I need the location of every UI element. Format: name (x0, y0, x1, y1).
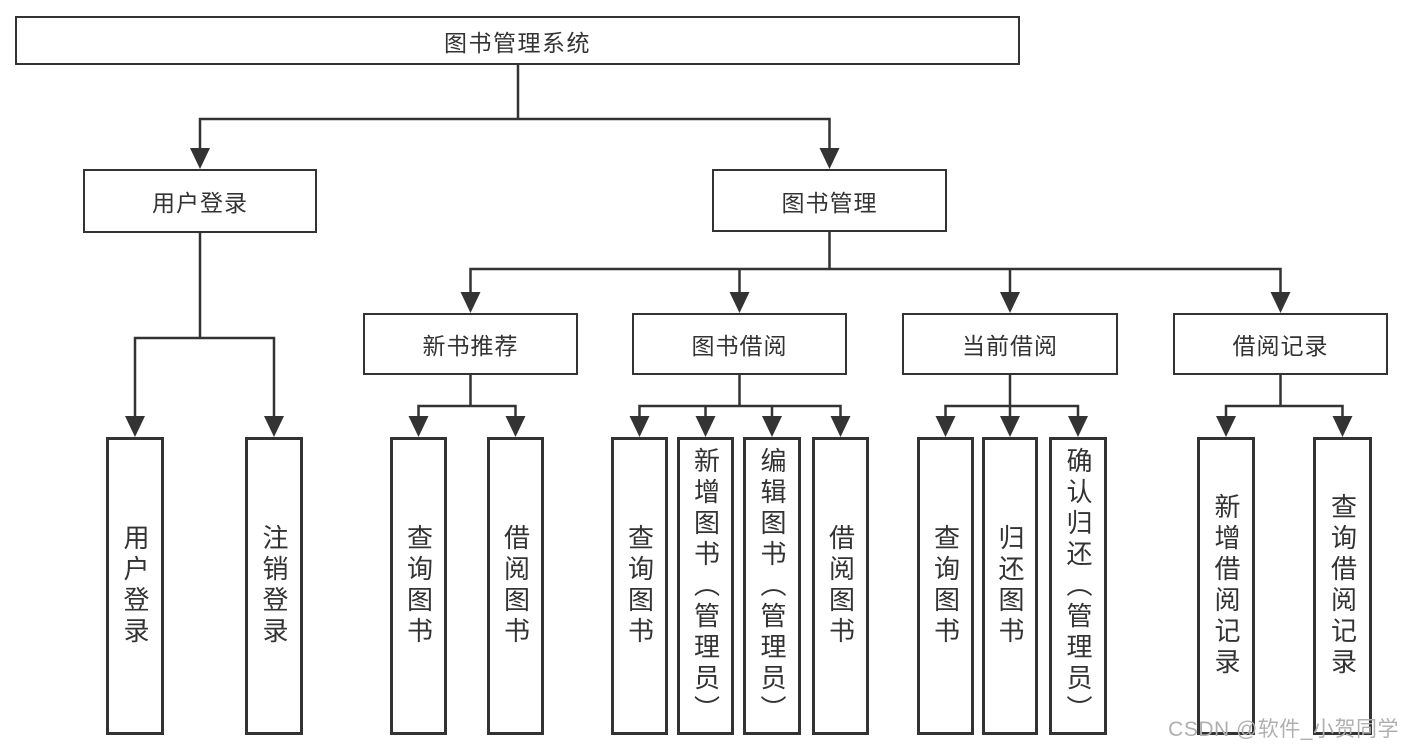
arrowhead (1270, 292, 1291, 313)
node-user-login-leaf: 用户登录 (106, 437, 164, 735)
arrowhead (1000, 416, 1020, 437)
node-query-books-2: 查询图书 (611, 437, 668, 735)
arrowhead (460, 292, 481, 313)
node-label: 图书管理系统 (444, 29, 591, 56)
node-label: 编辑图书（管理员） (757, 446, 787, 726)
node-add-borrow-record: 新增借阅记录 (1197, 437, 1255, 735)
node-borrow-books-1: 借阅图书 (487, 437, 544, 735)
arrowhead (264, 416, 284, 437)
node-label: 借阅图书 (500, 524, 531, 648)
arrowhead (1000, 292, 1020, 313)
connector-newbook-children (417, 404, 517, 431)
arrowhead (125, 416, 145, 437)
node-label: 用户登录 (152, 190, 248, 216)
arrowhead (935, 416, 956, 437)
node-user-login: 用户登录 (83, 169, 317, 233)
connector-level3-tee (469, 267, 1282, 309)
node-edit-book-admin: 编辑图书（管理员） (743, 437, 801, 735)
arrowhead (1332, 416, 1353, 437)
node-label: 图书借阅 (691, 333, 788, 359)
node-label: 借阅图书 (825, 524, 856, 648)
arrowhead (830, 416, 851, 437)
arrowheads-group (125, 148, 1353, 437)
arrowhead (1068, 416, 1088, 437)
node-label: 当前借阅 (962, 333, 1058, 359)
node-logout-leaf: 注销登录 (245, 437, 303, 735)
arrowhead (695, 416, 716, 437)
node-label: 用户登录 (120, 524, 150, 648)
arrowhead (505, 416, 526, 437)
node-borrow-books-2: 借阅图书 (812, 437, 869, 735)
arrowhead (629, 416, 650, 437)
node-label: 新书推荐 (422, 333, 519, 359)
arrowhead (1216, 416, 1236, 437)
node-label: 借阅记录 (1232, 333, 1329, 359)
node-label: 图书管理 (781, 189, 878, 216)
connector-borrowing-children (638, 404, 842, 431)
node-new-book-recommendation: 新书推荐 (363, 313, 578, 375)
node-return-books: 归还图书 (982, 437, 1038, 735)
node-label: 归还图书 (995, 524, 1025, 648)
connector-records-children (1224, 404, 1344, 431)
node-label: 查询图书 (930, 524, 961, 648)
node-label: 查询图书 (624, 524, 655, 648)
node-label: 查询图书 (403, 524, 434, 648)
arrowhead (819, 148, 840, 169)
node-query-books-1: 查询图书 (390, 437, 447, 735)
node-label: 确认归还（管理员） (1063, 446, 1093, 726)
arrowhead (190, 148, 210, 169)
node-query-books-3: 查询图书 (917, 437, 974, 735)
node-label: 查询借阅记录 (1327, 493, 1358, 679)
arrowhead (408, 416, 429, 437)
node-query-borrow-record: 查询借阅记录 (1313, 437, 1372, 735)
node-label: 新增借阅记录 (1211, 493, 1241, 679)
arrowhead (729, 292, 750, 313)
node-add-book-admin: 新增图书（管理员） (677, 437, 734, 735)
node-label: 注销登录 (259, 524, 289, 648)
arrowhead (762, 416, 782, 437)
connector-lines-group (133, 65, 1344, 431)
node-library-management-system: 图书管理系统 (15, 16, 1020, 65)
node-current-borrowing: 当前借阅 (902, 313, 1118, 375)
node-label: 新增图书（管理员） (690, 446, 721, 726)
node-confirm-return-admin: 确认归还（管理员） (1049, 437, 1107, 735)
connector-user-login-children (133, 336, 276, 431)
connector-root-to-level2 (198, 117, 831, 165)
node-book-borrowing: 图书借阅 (632, 313, 847, 375)
node-book-management: 图书管理 (712, 169, 947, 232)
watermark-text: CSDN @软件_小贺同学 (1168, 718, 1399, 741)
node-borrowing-records: 借阅记录 (1173, 313, 1388, 375)
